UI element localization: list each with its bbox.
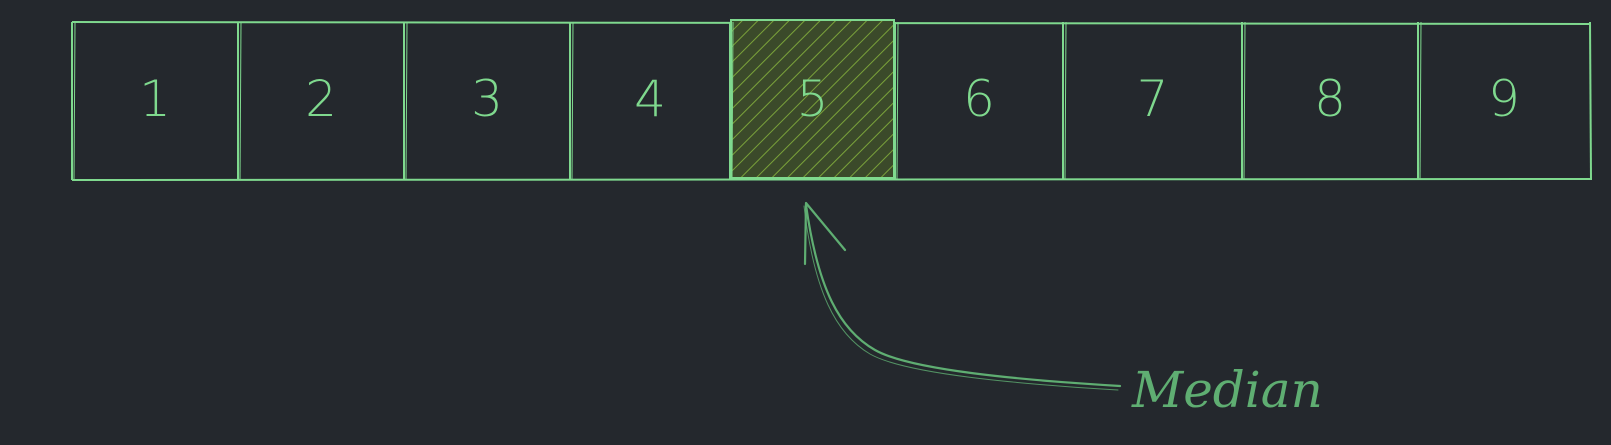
cell-value: 3 bbox=[471, 70, 503, 128]
cell-divider bbox=[1589, 21, 1592, 181]
annotation-arrow-curve-echo bbox=[803, 205, 1119, 391]
cell-value: 1 bbox=[139, 70, 171, 128]
cell-value: 5 bbox=[797, 70, 829, 128]
cell-divider bbox=[1064, 21, 1067, 181]
cell-value: 6 bbox=[963, 70, 995, 128]
cell-divider bbox=[1243, 21, 1246, 181]
array-cell: 8 bbox=[1241, 21, 1346, 181]
cell-value: 7 bbox=[1137, 70, 1169, 128]
array-cell: 3 bbox=[403, 21, 503, 181]
cell-divider bbox=[73, 21, 76, 181]
array-cell: 2 bbox=[237, 21, 337, 181]
median-label: Median bbox=[1131, 361, 1323, 419]
cell-divider bbox=[1419, 21, 1422, 181]
cell-value: 9 bbox=[1488, 70, 1520, 128]
cell-value: 4 bbox=[634, 70, 666, 128]
annotation-arrow-curve bbox=[804, 203, 1122, 388]
array-cell: 1 bbox=[71, 21, 171, 181]
cell-value: 8 bbox=[1314, 70, 1346, 128]
array-cell: 4 bbox=[569, 21, 666, 181]
cell-divider bbox=[239, 21, 242, 181]
array-cell: 5 bbox=[729, 19, 895, 181]
cell-value: 2 bbox=[305, 70, 337, 128]
cell-divider bbox=[405, 21, 408, 181]
highlighted-cell-fill bbox=[730, 19, 895, 179]
array-cell: 6 bbox=[894, 21, 995, 181]
arrowhead-icon bbox=[803, 201, 847, 266]
cell-divider bbox=[896, 21, 899, 181]
cell-divider bbox=[571, 21, 574, 181]
array-cell: 7 bbox=[1062, 21, 1169, 181]
array-frame-line bbox=[71, 178, 1591, 181]
cell-divider bbox=[731, 21, 734, 181]
array-cell: 9 bbox=[1417, 21, 1520, 181]
median-annotation: Median bbox=[803, 201, 1323, 419]
array-cells: 1 2 3 4 5 6 7 8 9 bbox=[71, 19, 1592, 181]
